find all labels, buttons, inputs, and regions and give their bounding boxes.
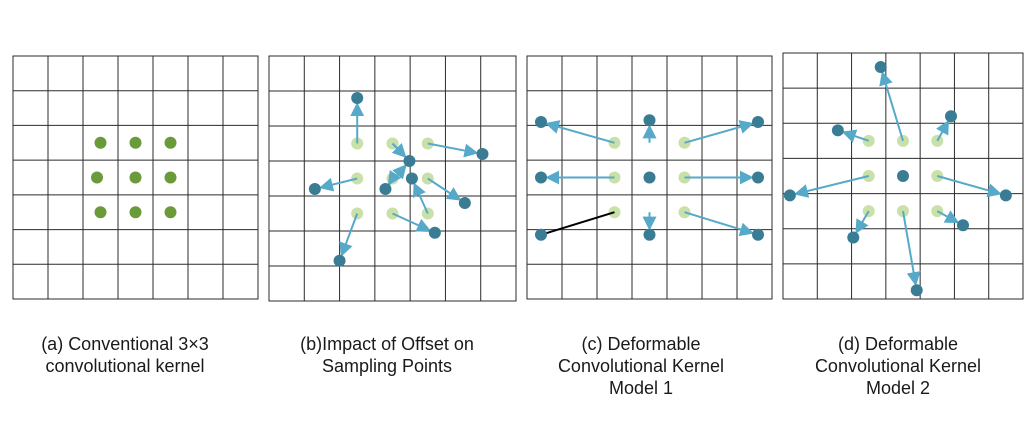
sampling-point <box>91 171 103 184</box>
offset-sampling-point <box>535 171 547 184</box>
offset-sampling-point <box>831 124 844 137</box>
caption-panel-c: (c) Deformable Convolutional Kernel Mode… <box>557 334 725 398</box>
offset-sampling-point <box>428 226 441 239</box>
sampling-point <box>129 206 142 219</box>
offset-sampling-point <box>535 228 547 241</box>
panel-b-offset-impact <box>268 55 517 302</box>
panel-c-deformable-model-1 <box>526 55 773 300</box>
offset-arrow <box>339 213 359 257</box>
offset-arrow <box>427 177 462 201</box>
offset-sampling-point <box>458 197 471 209</box>
offset-arrow <box>427 142 479 158</box>
offset-sampling-point <box>752 228 764 241</box>
offset-sampling-point <box>308 183 321 195</box>
offset-sampling-point <box>897 170 909 182</box>
offset-arrow <box>684 120 754 144</box>
offset-sampling-point <box>405 172 418 185</box>
offset-sampling-point <box>643 171 656 184</box>
offset-sampling-point <box>874 61 887 74</box>
offset-sampling-point <box>476 148 489 160</box>
offset-sampling-point <box>999 189 1012 202</box>
offset-sampling-point <box>752 171 764 184</box>
caption-panel-a: (a) Conventional 3×3 convolutional kerne… <box>41 334 209 376</box>
sampling-point <box>129 136 142 149</box>
offset-arrow <box>391 142 407 158</box>
offset-arrow <box>793 175 869 198</box>
grid-border <box>782 52 1024 300</box>
offset-arrow <box>937 175 1002 198</box>
grid-border <box>268 55 517 302</box>
offset-sampling-point <box>379 183 392 195</box>
offset-line <box>540 211 615 236</box>
offset-sampling-point <box>351 92 364 104</box>
caption-panel-d: (d) Deformable Convolutional Kernel Mode… <box>814 334 982 398</box>
offset-sampling-point <box>783 189 796 202</box>
panel-a-conventional-kernel <box>12 55 259 300</box>
offset-arrow <box>318 177 358 192</box>
offset-sampling-point <box>643 228 656 241</box>
grid-border <box>12 55 259 300</box>
offset-sampling-point <box>403 155 416 167</box>
offset-sampling-point <box>847 231 860 244</box>
panel-d-deformable-model-2 <box>782 52 1024 300</box>
offset-sampling-point <box>333 254 346 267</box>
offset-arrow <box>392 212 432 232</box>
offset-arrow <box>936 119 949 142</box>
sampling-point <box>94 136 107 149</box>
grid-border <box>526 55 773 300</box>
offset-sampling-point <box>535 115 547 128</box>
offset-arrow <box>684 211 754 237</box>
sampling-point <box>164 136 177 149</box>
sampling-point <box>164 171 177 184</box>
offset-sampling-point <box>752 115 764 128</box>
offset-arrow <box>413 182 429 214</box>
caption-panel-b: (b)Impact of Offset on Sampling Points <box>300 334 474 376</box>
sampling-point <box>164 206 177 219</box>
sampling-point <box>94 206 107 219</box>
offset-sampling-point <box>910 284 923 297</box>
offset-sampling-point <box>643 114 656 127</box>
offset-arrow <box>841 129 870 143</box>
sampling-point <box>129 171 142 184</box>
offset-arrow <box>879 71 904 142</box>
offset-arrow <box>902 210 921 287</box>
offset-arrow <box>855 210 870 234</box>
offset-arrow <box>936 210 960 224</box>
offset-sampling-point <box>957 219 969 232</box>
offset-sampling-point <box>945 110 957 123</box>
offset-arrow <box>545 120 615 144</box>
